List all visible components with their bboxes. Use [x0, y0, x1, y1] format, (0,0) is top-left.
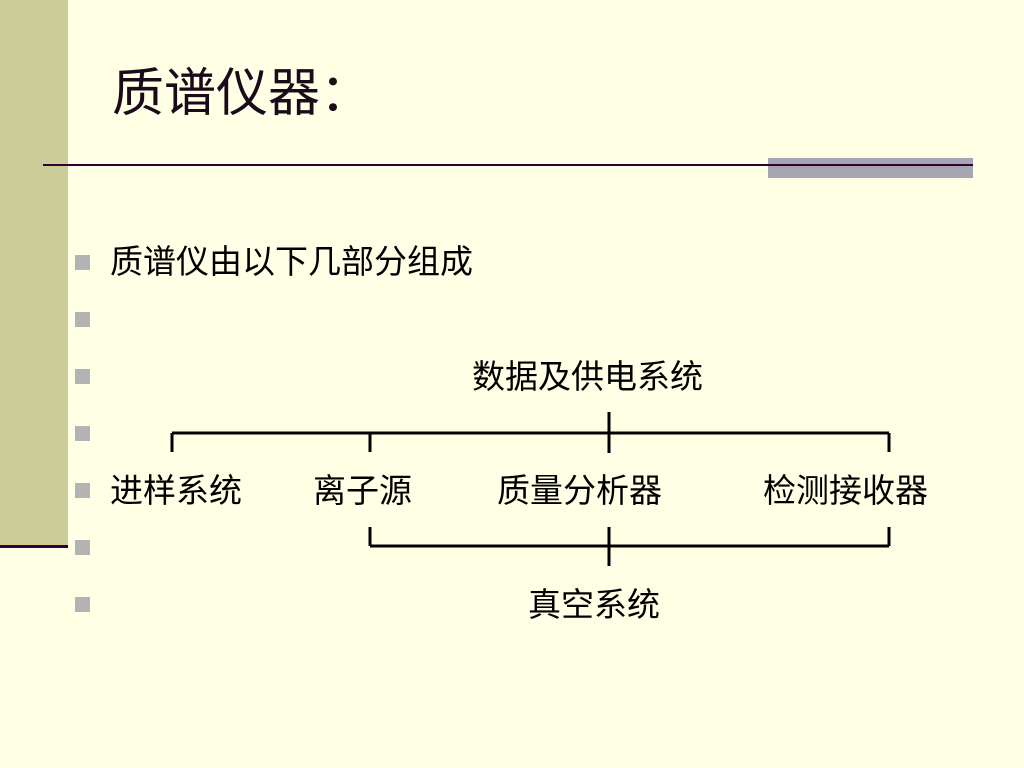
bottom-system-label: 真空系统 — [528, 585, 660, 624]
bullet-marker — [75, 597, 90, 612]
title-accent-line — [768, 164, 973, 166]
slide-title: 质谱仪器： — [112, 64, 373, 124]
bullet-marker — [75, 369, 90, 384]
bullet-marker — [75, 255, 90, 270]
top-system-label: 数据及供电系统 — [472, 357, 703, 396]
bullet-marker — [75, 483, 90, 498]
title-accent-bar — [768, 158, 973, 178]
left-decor-line — [0, 545, 68, 548]
title-underline — [43, 164, 973, 166]
intro-text: 质谱仪由以下几部分组成 — [110, 242, 473, 281]
component-sample-inlet: 进样系统 — [110, 471, 242, 510]
component-mass-analyzer: 质量分析器 — [497, 471, 662, 510]
component-detector: 检测接收器 — [763, 471, 928, 510]
bullet-marker — [75, 426, 90, 441]
bullet-marker — [75, 540, 90, 555]
left-decor-band — [0, 0, 68, 545]
bullet-marker — [75, 312, 90, 327]
component-ion-source: 离子源 — [313, 471, 412, 510]
